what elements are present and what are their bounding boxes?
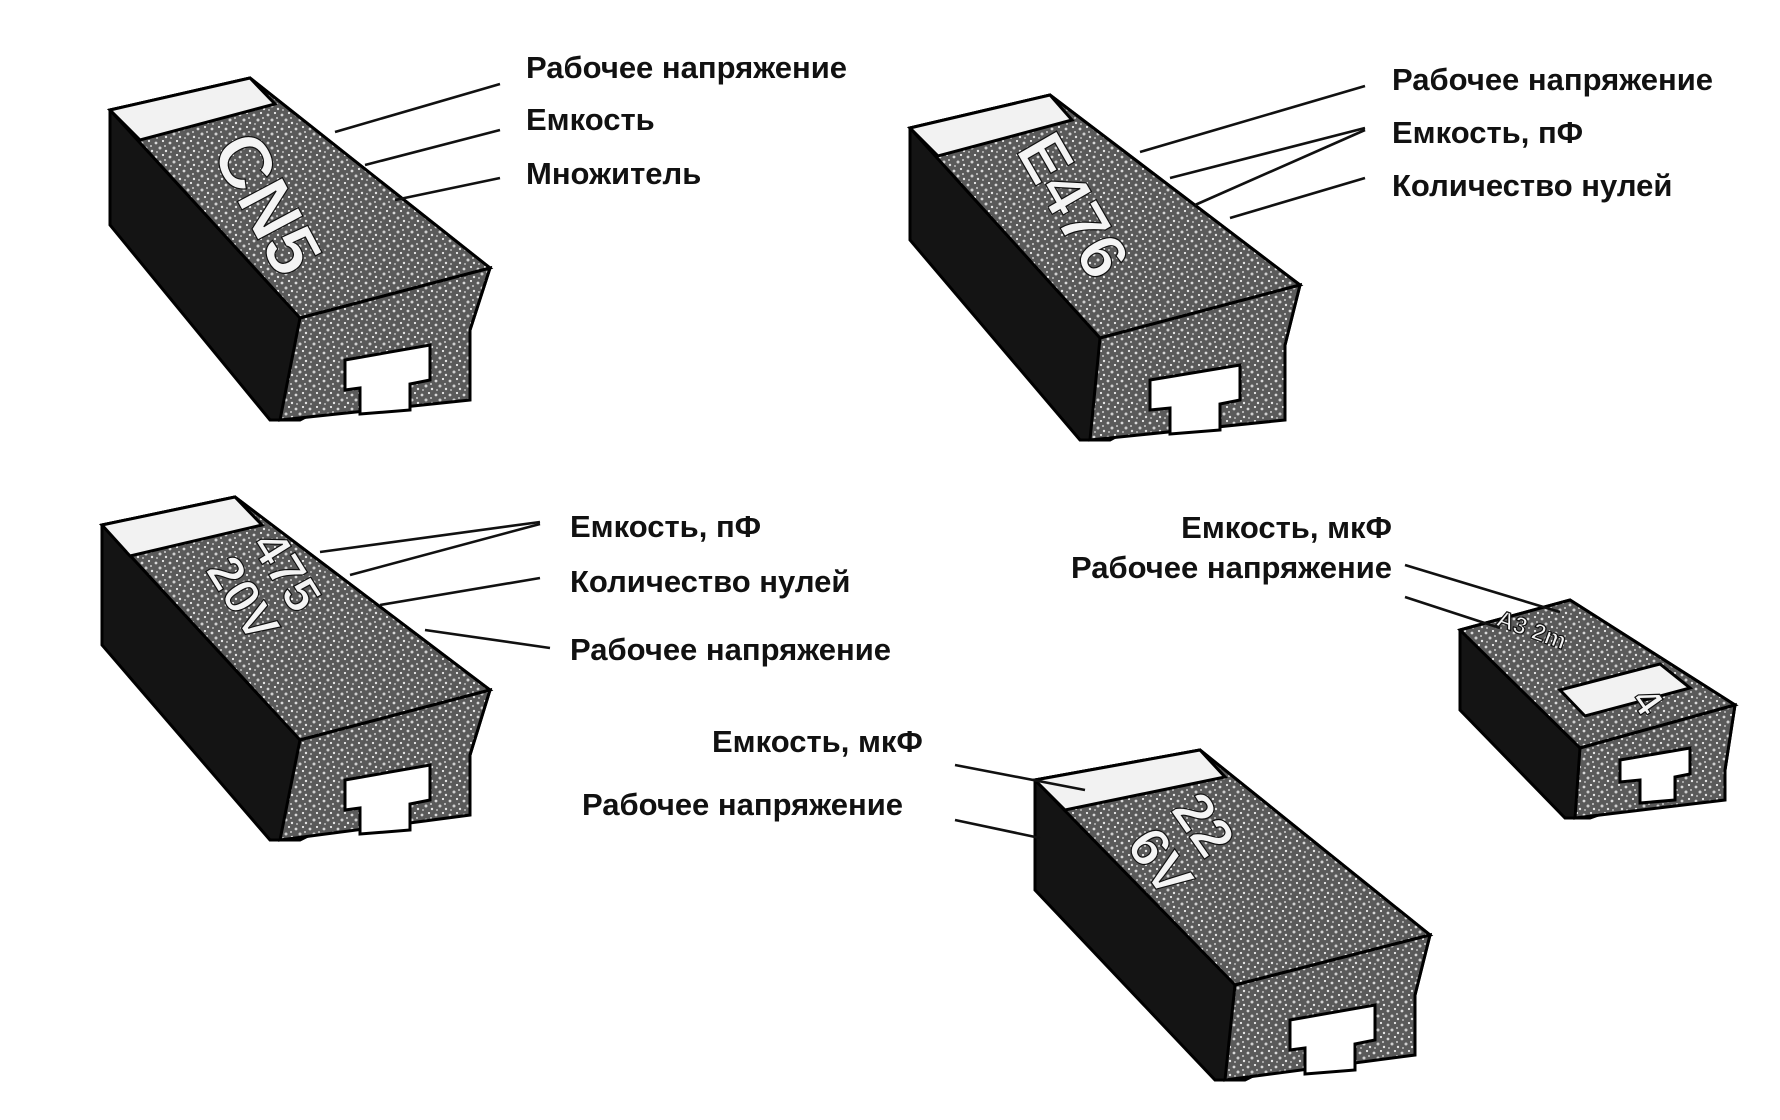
- capacitor-end-face: [1223, 932, 1433, 1082]
- label-capacitance-uf: Емкость, мкФ: [1181, 510, 1392, 545]
- label-zero-count: Количество нулей: [570, 564, 850, 599]
- capacitor-small-chip: A3 2m 4 Емкость, мкФ Рабочее напряжение: [1071, 510, 1739, 820]
- capacitor-polarity-band: [1557, 662, 1694, 718]
- capacitor-terminal-slot: [343, 763, 432, 836]
- capacitor-cn5: CN5 Рабочее напряжение Емкость Множитель: [107, 50, 847, 422]
- label-multiplier: Множитель: [526, 156, 701, 191]
- label-zero-count: Количество нулей: [1392, 168, 1672, 203]
- leader-line: [334, 82, 501, 134]
- leader-line: [364, 128, 501, 167]
- label-working-voltage: Рабочее напряжение: [1071, 550, 1392, 585]
- leader-line: [954, 818, 1041, 840]
- leader-line: [1169, 126, 1366, 180]
- capacitor-end-face: [278, 265, 493, 422]
- leader-line: [379, 576, 541, 607]
- capacitor-polarity-band: [907, 93, 1075, 158]
- capacitor-22-6v: 22 6V Емкость, мкФ Рабочее напряжение: [582, 724, 1434, 1082]
- leader-line: [1404, 563, 1561, 614]
- capacitor-end-face: [1088, 282, 1303, 442]
- capacitor-polarity-band: [107, 76, 278, 142]
- leader-line: [394, 176, 501, 202]
- capacitor-terminal-slot: [1288, 1003, 1377, 1076]
- capacitor-polarity-band: [1031, 748, 1228, 812]
- capacitor-e476: E476 Рабочее напряжение Емкость, пФ Коли…: [907, 62, 1713, 442]
- label-working-voltage: Рабочее напряжение: [526, 50, 847, 85]
- capacitor-terminal-slot: [343, 343, 432, 416]
- leader-line: [954, 763, 1086, 792]
- label-capacitance: Емкость: [526, 102, 655, 137]
- leader-line: [349, 522, 541, 577]
- leader-line: [1404, 595, 1501, 630]
- capacitor-terminal-slot: [1148, 363, 1242, 436]
- label-capacitance-uf: Емкость, мкФ: [712, 724, 923, 759]
- capacitor-475-20v: 475 20V Емкость, пФ Количество нулей Раб…: [99, 495, 891, 842]
- leader-line: [319, 520, 541, 554]
- leader-line: [1194, 128, 1366, 207]
- capacitor-polarity-band: [99, 495, 265, 558]
- label-working-voltage: Рабочее напряжение: [570, 632, 891, 667]
- capacitor-terminal-slot: [1618, 746, 1692, 805]
- leader-line: [424, 628, 551, 650]
- leader-line: [1229, 176, 1366, 220]
- label-working-voltage: Рабочее напряжение: [1392, 62, 1713, 97]
- leader-line: [1139, 84, 1366, 154]
- capacitor-end-face: [278, 687, 493, 842]
- label-working-voltage: Рабочее напряжение: [582, 787, 903, 822]
- label-capacitance-pf: Емкость, пФ: [1392, 115, 1583, 150]
- label-capacitance-pf: Емкость, пФ: [570, 509, 761, 544]
